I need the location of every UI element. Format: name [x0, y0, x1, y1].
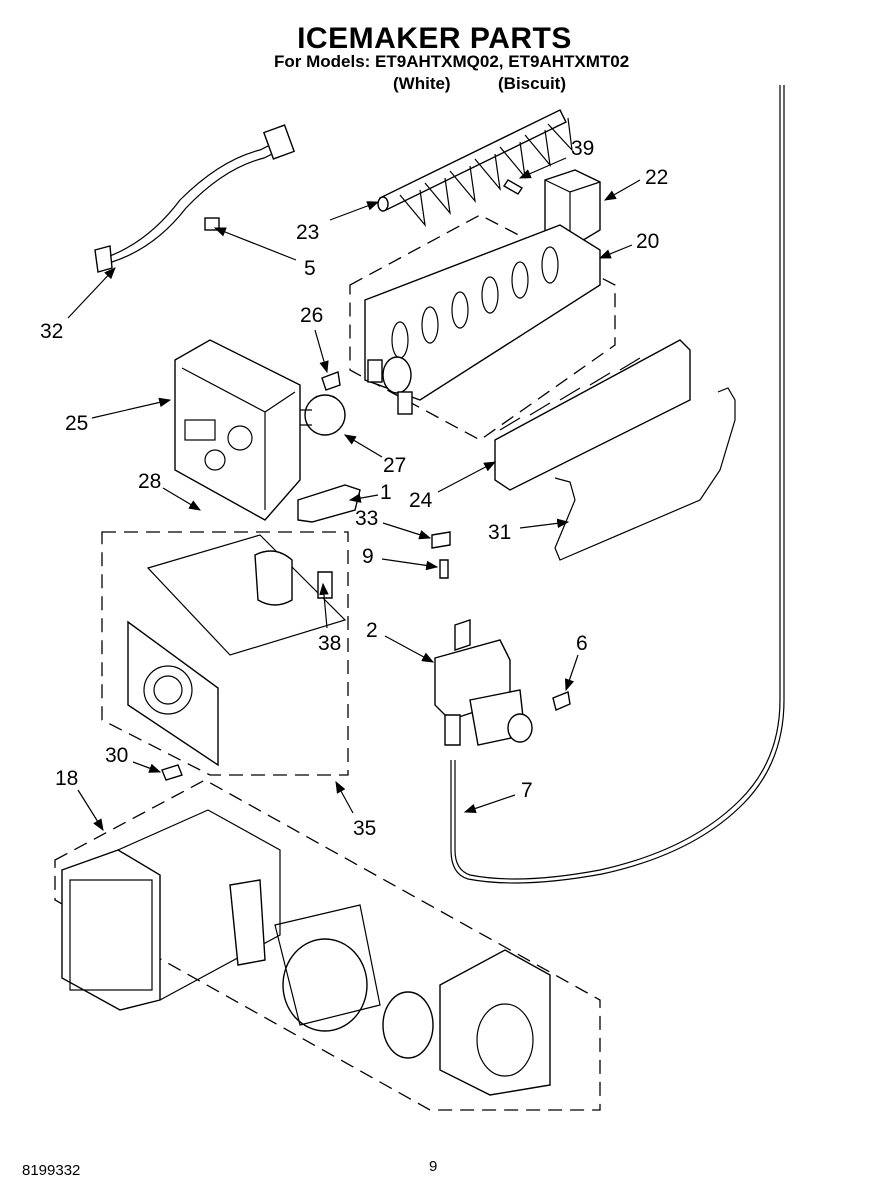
model-color-white: (White)	[393, 74, 451, 93]
screw-part-6	[552, 691, 571, 711]
control-housing-part-25	[174, 339, 301, 521]
bracket-part-33	[431, 531, 451, 549]
callout-20: 20	[636, 230, 659, 253]
screw-part-30	[161, 764, 183, 781]
heater-part-1	[297, 484, 361, 523]
module-part-35	[127, 534, 347, 767]
callout-5: 5	[304, 257, 316, 280]
clip-part-26	[321, 371, 341, 391]
callout-33: 33	[355, 507, 378, 530]
callout-18: 18	[55, 767, 78, 790]
shutoff-arm-part-31	[554, 387, 736, 561]
callout-30: 30	[105, 744, 128, 767]
callout-1: 1	[380, 481, 392, 504]
callout-26: 26	[300, 304, 323, 327]
callout-6: 6	[576, 632, 588, 655]
housing-part-18	[61, 809, 551, 1096]
stripper-part-24	[494, 339, 691, 491]
mold-part-20	[364, 224, 601, 415]
callout-31: 31	[488, 521, 511, 544]
screw-39	[503, 179, 523, 195]
callout-35: 35	[353, 817, 376, 840]
wire-harness-part	[94, 124, 296, 273]
callout-38: 38	[318, 632, 341, 655]
water-valve-part-2	[434, 619, 533, 746]
callout-24: 24	[409, 489, 433, 512]
page-title: ICEMAKER PARTS	[297, 22, 572, 55]
page-number: 9	[429, 1158, 438, 1175]
callout-25: 25	[65, 412, 88, 435]
models-line: For Models: ET9AHTXMQ02, ET9AHTXMT02	[274, 52, 630, 71]
callout-23: 23	[296, 221, 319, 244]
callout-labels: 39 22 23 20 5 32 26 25 27 24 28 1 33 31 …	[40, 137, 668, 840]
callout-9: 9	[362, 545, 374, 568]
document-number: 8199332	[22, 1162, 81, 1179]
callout-32: 32	[40, 320, 63, 343]
callout-28: 28	[138, 470, 161, 493]
callout-39: 39	[571, 137, 594, 160]
callout-2: 2	[366, 619, 378, 642]
callout-leaders	[67, 157, 641, 832]
water-tube	[454, 85, 781, 880]
model-color-biscuit: (Biscuit)	[498, 74, 566, 93]
screw-part-9	[439, 559, 449, 579]
motor-part-27	[300, 394, 346, 436]
callout-7: 7	[521, 779, 533, 802]
callout-22: 22	[645, 166, 668, 189]
callout-27: 27	[383, 454, 406, 477]
